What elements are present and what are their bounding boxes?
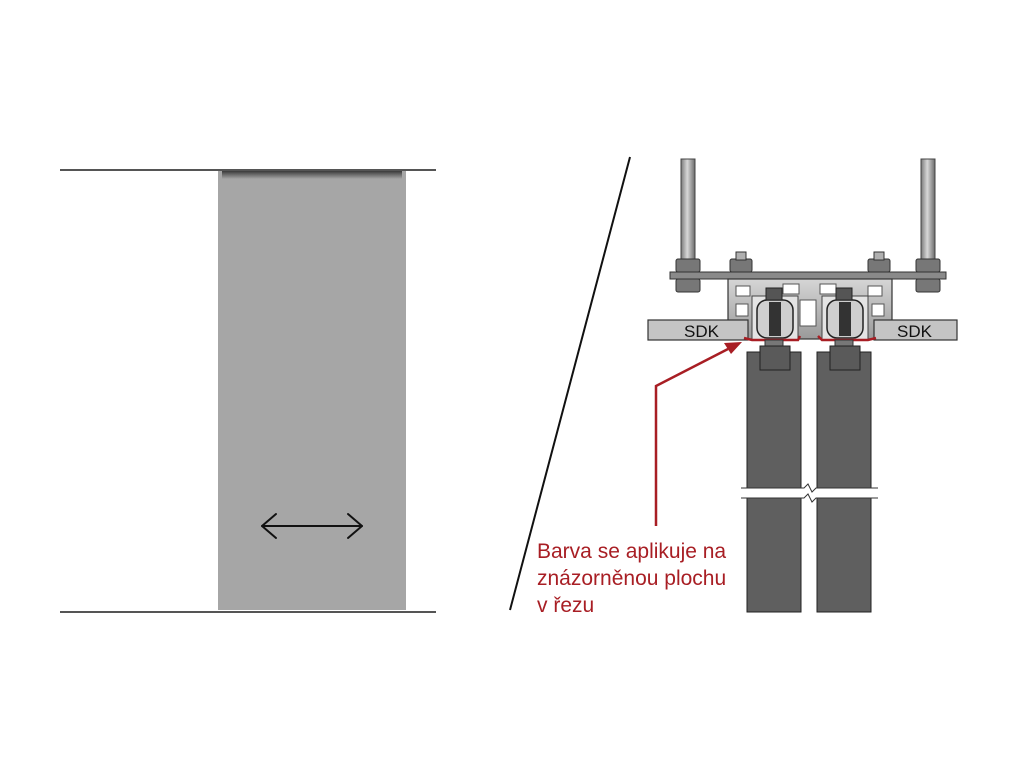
mounting-plate: [669, 271, 947, 280]
annotation-line-2: znázorněnou plochu: [537, 567, 726, 590]
annotation-line-3: v řezu: [537, 594, 594, 617]
nut-group: [675, 258, 941, 293]
cross-section-view: SDK SDK: [537, 158, 958, 617]
annotation-arrow: [654, 342, 742, 526]
door-section-right-lower: [816, 497, 872, 613]
section-divider-line: [509, 156, 631, 611]
sdk-label-right: SDK: [897, 322, 933, 341]
door-section-right-upper: [816, 351, 872, 489]
roller-carriage-left: [756, 287, 794, 339]
roller-carriage-right: [826, 287, 864, 339]
door-section-left-upper: [746, 351, 802, 489]
sdk-label-left: SDK: [684, 322, 720, 341]
sdk-board-right: [873, 319, 958, 341]
double-arrow-horizontal-icon: [261, 513, 363, 539]
break-line: [741, 483, 878, 503]
door-leaf: [218, 171, 406, 610]
sdk-board-left: [647, 319, 749, 341]
annotation-text: Barva se aplikuje na znázorněnou plochu …: [537, 540, 732, 617]
annotation-line-1: Barva se aplikuje na: [537, 540, 726, 563]
door-top-shadow: [222, 171, 402, 179]
front-view: [60, 169, 436, 613]
door-section-left-lower: [746, 497, 802, 613]
